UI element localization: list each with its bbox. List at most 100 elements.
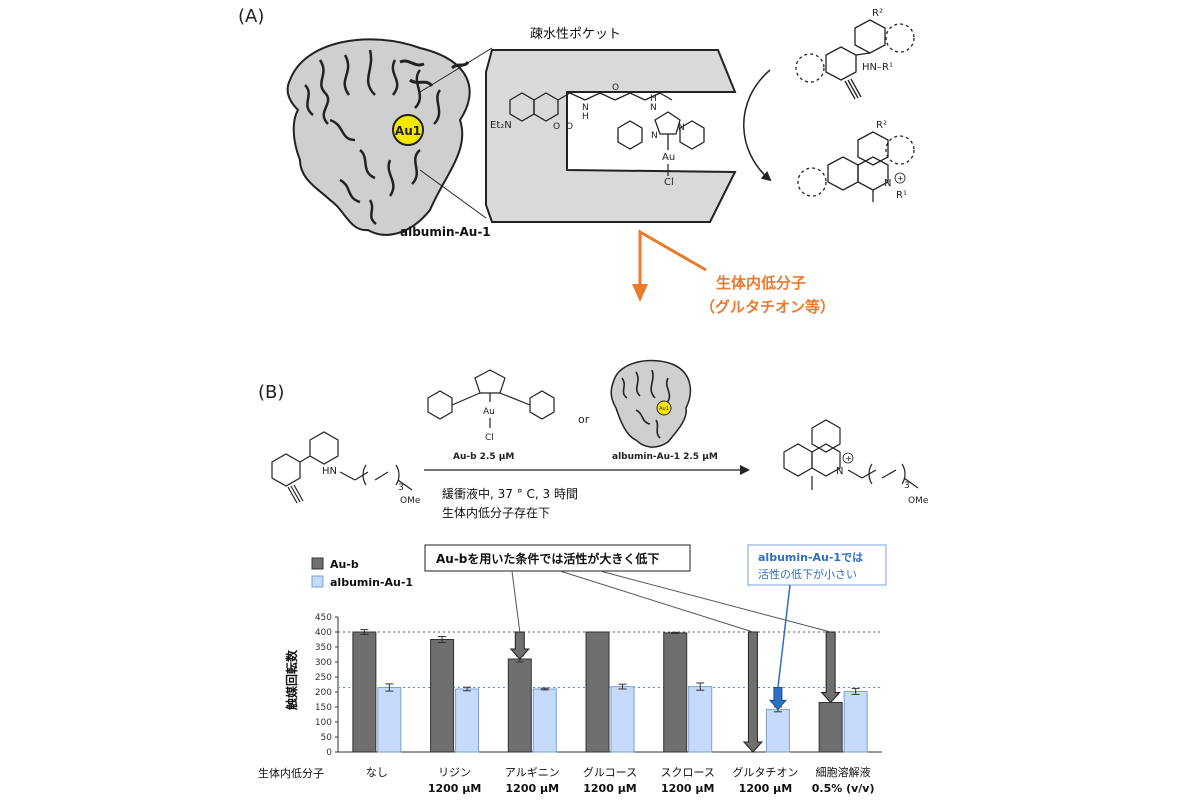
- panel-b-label: (B): [258, 382, 284, 403]
- product-b-sub3: 3: [904, 481, 910, 491]
- product-b-charge-ring: [842, 452, 854, 464]
- bar-albumin-0: [377, 687, 402, 753]
- category-label: なし: [366, 766, 388, 779]
- category-concentration: 1200 μM: [661, 782, 715, 795]
- product-r2: R²: [876, 120, 887, 131]
- callout-connector-glutathione: [559, 570, 754, 633]
- bar-albumin-4: [688, 686, 713, 753]
- y-tick-label: 150: [315, 703, 332, 713]
- reactant-hn: HN–R¹: [862, 62, 893, 73]
- small-au1-site-icon: [656, 400, 672, 416]
- conditions-line-1: 緩衝液中, 37 ° C, 3 時間: [442, 486, 578, 501]
- category-label: リジン: [438, 766, 471, 779]
- au-b-cl: Cl: [485, 433, 494, 443]
- ligand-au: Au: [662, 152, 675, 163]
- ligand-o-right: O: [566, 122, 573, 132]
- product-b-structure: [783, 419, 919, 490]
- ligand-n-left: N: [582, 103, 589, 113]
- ligand-h-mid: H: [650, 94, 657, 104]
- reactant-r2: R²: [872, 8, 883, 19]
- product-r1: R¹: [896, 190, 907, 201]
- small-au1-label: Au1: [659, 406, 669, 412]
- category-concentration: 1200 μM: [583, 782, 637, 795]
- au-b-label: Au-b 2.5 μM: [453, 452, 514, 462]
- nhc-n2: N: [678, 123, 685, 133]
- bar-au-b-4: [663, 632, 688, 753]
- coumarin-nhc-ligand: [509, 92, 705, 150]
- product-b-ome: OMe: [908, 496, 929, 506]
- callout-connector-arginine: [511, 570, 521, 633]
- conditions-line-2: 生体内低分子存在下: [442, 506, 550, 520]
- substrate-sub3: 3: [398, 483, 404, 493]
- cyclization-arrow: [743, 69, 772, 182]
- drop-arrow-lysate: [820, 631, 841, 704]
- drop-arrow-albumin-glutathione: [768, 687, 788, 711]
- callout-right-line1: albumin-Au-1では: [758, 551, 863, 564]
- bar-albumin-2: [532, 688, 557, 753]
- bar-au-b-3: [585, 631, 610, 753]
- ligand-o-left: O: [553, 122, 560, 132]
- et2n-label: Et₂N: [490, 120, 512, 131]
- legend-label-albumin: albumin-Au-1: [330, 576, 413, 589]
- y-tick-label: 250: [315, 673, 332, 683]
- substrate-ome: OMe: [400, 496, 421, 506]
- y-tick-label: 450: [315, 613, 332, 623]
- y-tick-label: 400: [315, 628, 332, 638]
- y-tick-label: 100: [315, 718, 332, 728]
- callout-connector-lysate: [599, 570, 831, 633]
- callout-right-line2: 活性の低下が小さい: [758, 567, 857, 581]
- x-axis-title: 生体内低分子: [258, 766, 324, 780]
- bar-au-b-0: [352, 631, 377, 753]
- y-axis-title: 触媒回転数: [284, 649, 299, 710]
- bar-albumin-6: [843, 690, 868, 753]
- interference-label-1: 生体内低分子: [716, 274, 806, 292]
- product-b-n: N: [836, 466, 843, 477]
- au-b-au: Au: [483, 407, 495, 417]
- y-tick-label: 300: [315, 658, 332, 668]
- product-structure: [797, 131, 915, 202]
- ligand-h-left: H: [582, 112, 589, 122]
- bar-au-b-6: [818, 702, 843, 753]
- nhc-n1: N: [651, 131, 658, 141]
- substrate-hn: HN: [322, 466, 337, 477]
- pocket-label: 疎水性ポケット: [530, 27, 621, 42]
- category-label: グルコース: [583, 765, 637, 779]
- callout-left-text: Au-bを用いた条件では活性が大きく低下: [436, 551, 659, 566]
- drop-arrow-arginine: [509, 631, 530, 660]
- category-label: アルギニン: [505, 766, 560, 779]
- au1-label: Au1: [395, 124, 421, 138]
- ligand-o-mid: O: [612, 83, 619, 93]
- drop-arrow-glutathione: [742, 631, 764, 753]
- ligand-n-mid: N: [650, 103, 657, 113]
- category-concentration: 1200 μM: [428, 782, 482, 795]
- product-b-plus: +: [845, 454, 852, 463]
- or-text: or: [578, 413, 590, 426]
- y-tick-label: 50: [321, 733, 333, 743]
- bar-albumin-5: [765, 708, 790, 753]
- product-n: N: [884, 178, 891, 189]
- bar-au-b-1: [430, 639, 455, 753]
- product-charge-ring: [894, 172, 906, 184]
- category-label: スクロース: [660, 766, 714, 779]
- category-concentration: 0.5% (v/v): [812, 782, 875, 795]
- category-concentration: 1200 μM: [506, 782, 560, 795]
- reactant-structure: [795, 19, 915, 100]
- legend-label-au-b: Au-b: [330, 558, 359, 571]
- y-tick-label: 350: [315, 643, 332, 653]
- legend-swatch-albumin: [311, 575, 324, 588]
- category-label: グルタチオン: [732, 765, 798, 779]
- protein-name: albumin-Au-1: [400, 225, 491, 239]
- bar-albumin-1: [455, 688, 480, 753]
- category-concentration: 1200 μM: [739, 782, 793, 795]
- au1-site-icon: [392, 114, 424, 146]
- interference-label-2: （グルタチオン等）: [700, 298, 835, 316]
- au-b-structure: [427, 369, 555, 428]
- interference-arrow: [638, 229, 707, 292]
- legend-swatch-au-b: [311, 557, 324, 570]
- hydrophobic-pocket-shape: [485, 49, 737, 223]
- y-tick-label: 200: [315, 688, 332, 698]
- zoom-line-bottom: [419, 169, 487, 219]
- product-plus: +: [897, 174, 904, 183]
- bar-au-b-2: [507, 658, 532, 753]
- panel-a-label: (A): [238, 6, 264, 27]
